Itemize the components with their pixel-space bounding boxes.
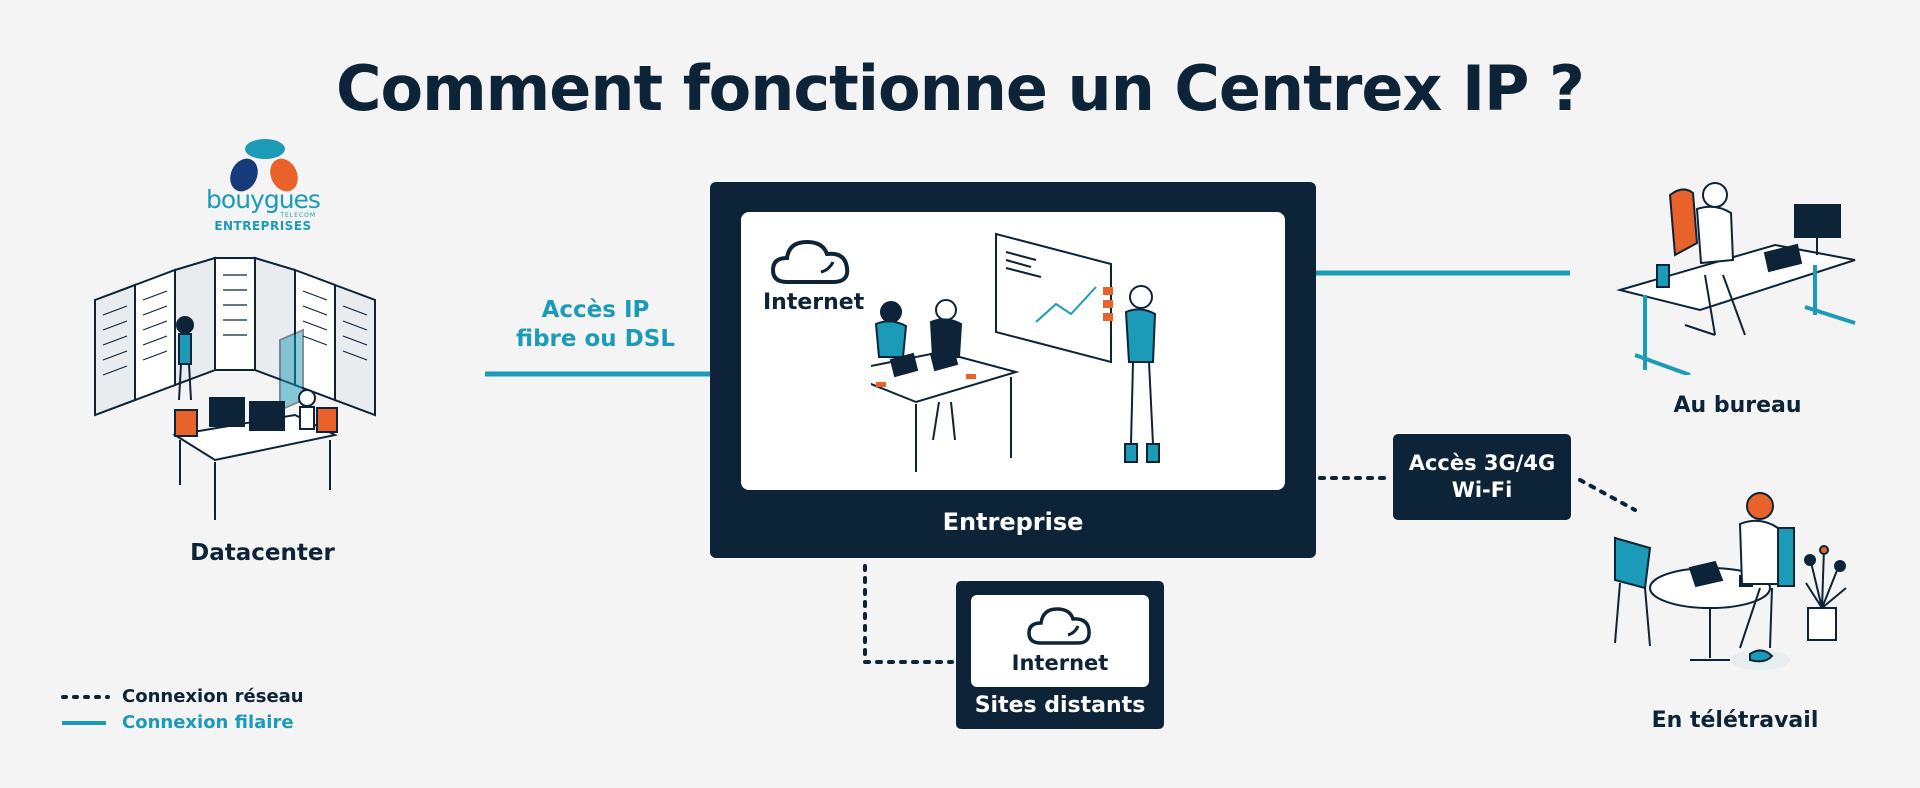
office-illustration-icon [1605, 175, 1865, 375]
telework-label: En télétravail [1640, 708, 1830, 733]
enterprise-screen: Internet [741, 212, 1285, 490]
bouygues-logo: bouygues TELECOM ENTREPRISES [198, 188, 328, 233]
mobile-access-label: Accès 3G/4G Wi-Fi [1393, 450, 1571, 504]
legend-dotted: Connexion réseau [60, 686, 304, 707]
enterprise-label: Entreprise [710, 508, 1316, 536]
mobile-access-box: Accès 3G/4G Wi-Fi [1393, 434, 1571, 520]
internet-main-label: Internet [763, 290, 864, 315]
remote-sites-label: Sites distants [956, 693, 1164, 718]
legend-solid-label: Connexion filaire [122, 712, 294, 733]
remote-sites-box: Internet Sites distants [956, 581, 1164, 729]
office-label: Au bureau [1660, 393, 1815, 418]
legend-dotted-label: Connexion réseau [122, 686, 304, 707]
datacenter-label: Datacenter [180, 540, 345, 566]
telework-illustration-icon [1610, 488, 1860, 688]
remote-sites-screen: Internet [971, 595, 1149, 687]
cloud-icon [769, 234, 853, 290]
internet-remote-label: Internet [971, 651, 1149, 675]
enterprise-frame: Internet [710, 182, 1316, 558]
ip-access-label: Accès IP fibre ou DSL [508, 296, 683, 354]
legend-solid: Connexion filaire [60, 712, 294, 733]
meeting-illustration-icon [871, 222, 1271, 472]
mobile-access-line1: Accès 3G/4G [1393, 450, 1571, 477]
solid-line-icon [60, 718, 110, 728]
dotted-line-icon [60, 692, 110, 702]
logo-sub: ENTREPRISES [198, 219, 328, 233]
ip-access-line1: Accès IP [508, 296, 683, 325]
logo-brand: bouygues [198, 188, 328, 212]
datacenter-illustration-icon [85, 250, 445, 540]
ip-access-line2: fibre ou DSL [508, 325, 683, 354]
remote-sites-link [865, 566, 952, 662]
mobile-access-line2: Wi-Fi [1393, 477, 1571, 504]
remote-cloud-icon [1026, 603, 1094, 649]
